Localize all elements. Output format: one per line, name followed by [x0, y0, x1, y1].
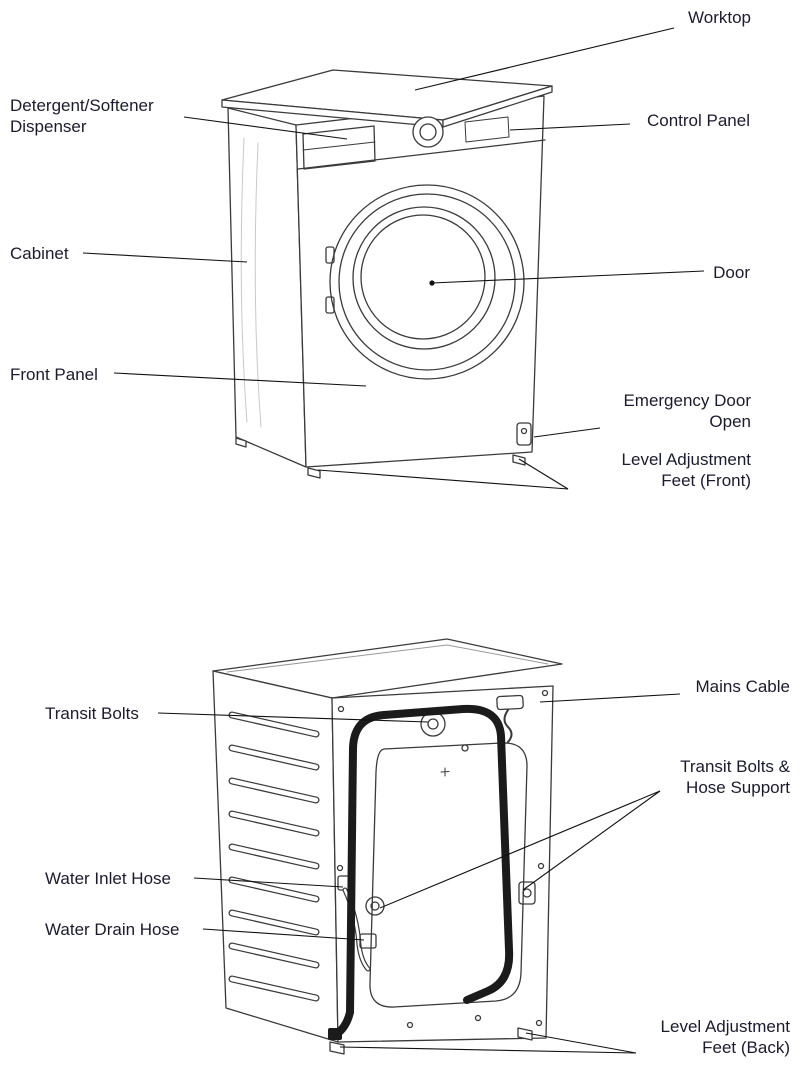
- label-mains-cable: Mains Cable: [695, 677, 791, 696]
- leader-bolts-support-b: [522, 790, 661, 891]
- back-panel-face: [331, 685, 554, 1043]
- label-water-drain-hose: Water Drain Hose: [45, 920, 180, 939]
- front-leader-lines: [82, 27, 705, 490]
- leader-feet-front-b: [518, 458, 569, 490]
- leader-mains-cable: [539, 693, 681, 703]
- leader-door: [431, 270, 705, 284]
- leader-feet-back-b: [525, 1032, 637, 1054]
- leader-feet-front-a: [317, 469, 569, 490]
- label-level-feet-back: Level Adjustment Feet (Back): [660, 1017, 790, 1057]
- cabinet-side-panel: [227, 107, 307, 468]
- leader-cabinet: [82, 252, 248, 263]
- door-hinge: [325, 246, 335, 264]
- label-emergency-door-open: Emergency Door Open: [623, 391, 751, 431]
- front-view-illustration: [221, 69, 553, 479]
- label-front-panel: Front Panel: [10, 365, 98, 384]
- label-transit-bolts: Transit Bolts: [45, 704, 139, 723]
- hose-support-clip: [518, 881, 536, 905]
- back-leader-lines: [157, 693, 681, 1054]
- front-feet-illustration: [235, 437, 526, 479]
- side-louvers: [228, 711, 320, 1002]
- label-transit-bolts-hose-support: Transit Bolts & Hose Support: [680, 757, 790, 797]
- leader-door-dot: [429, 280, 435, 286]
- leader-front-panel: [113, 372, 367, 387]
- worktop-illustration: [221, 69, 553, 128]
- back-view-illustration: [212, 638, 563, 1055]
- drain-hose-clip: [359, 933, 377, 949]
- water-drain-hose-illustration: [328, 704, 514, 1040]
- leader-dispenser: [183, 116, 348, 140]
- label-level-feet-front: Level Adjustment Feet (Front): [621, 450, 751, 490]
- label-worktop: Worktop: [688, 8, 751, 27]
- label-water-inlet-hose: Water Inlet Hose: [45, 869, 171, 888]
- leader-worktop: [414, 27, 675, 91]
- leader-emergency: [533, 427, 601, 438]
- control-panel-illustration: [297, 116, 546, 170]
- label-cabinet: Cabinet: [10, 244, 69, 263]
- leader-drain-hose: [202, 928, 365, 941]
- back-feet-illustration: [329, 1027, 533, 1055]
- detergent-drawer: [302, 125, 376, 170]
- label-door: Door: [713, 263, 750, 282]
- button-cluster: [464, 116, 510, 143]
- emergency-door-open-illustration: [516, 422, 532, 446]
- door-illustration: [325, 184, 525, 380]
- label-control-panel: Control Panel: [646, 111, 750, 130]
- leader-bolts-support-a: [379, 790, 661, 909]
- door-hinge: [325, 296, 335, 314]
- leader-transit-bolts: [157, 712, 429, 723]
- control-knob: [412, 116, 444, 148]
- mains-cable-illustration: [496, 694, 524, 743]
- front-panel-face: [295, 95, 545, 468]
- label-detergent-dispenser: Detergent/Softener Dispenser: [10, 96, 154, 136]
- leader-feet-back-a: [339, 1046, 637, 1054]
- leader-control-panel: [509, 123, 631, 131]
- leader-inlet-hose: [193, 877, 344, 888]
- back-inner-panel: [369, 742, 528, 1008]
